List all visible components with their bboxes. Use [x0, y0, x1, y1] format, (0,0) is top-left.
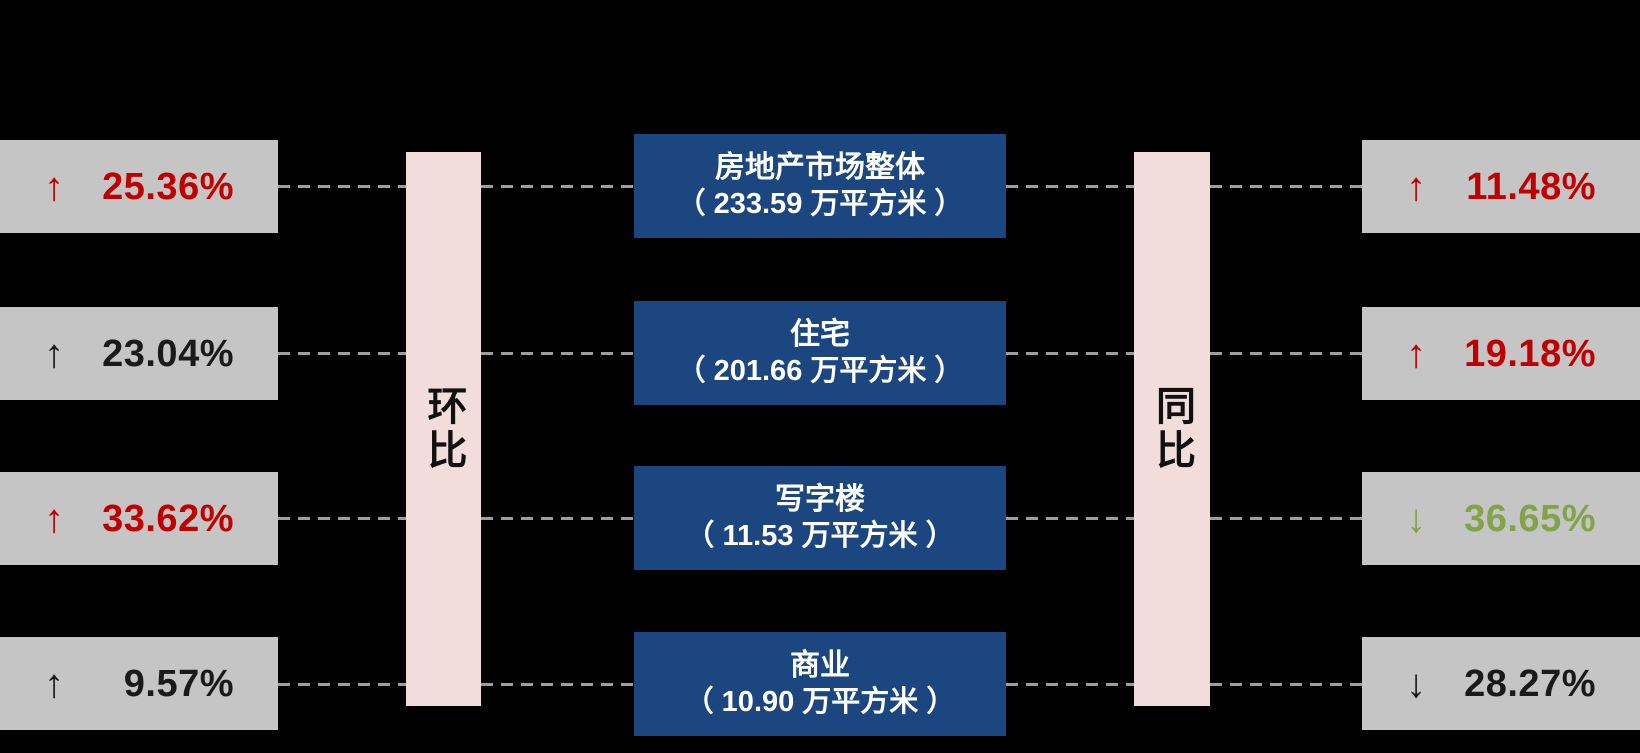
connector-line — [278, 517, 406, 520]
yoy-value-commercial: ↓ 28.27% — [1406, 664, 1596, 704]
yoy-percent-label: 19.18% — [1464, 332, 1596, 375]
category-box-overall: 房地产市场整体 （ 233.59 万平方米 ） — [634, 134, 1006, 238]
connector-line — [1210, 185, 1362, 188]
mom-value-box-office: ↑ 33.62% — [0, 472, 278, 565]
category-box-commercial: 商业 （ 10.90 万平方米 ） — [634, 632, 1006, 736]
yoy-percent-label: 36.65% — [1464, 497, 1596, 540]
connector-line — [1006, 185, 1134, 188]
mom-percent-label: 9.57% — [123, 662, 234, 705]
category-box-office: 写字楼 （ 11.53 万平方米 ） — [634, 466, 1006, 570]
area-label: （ 233.59 万平方米 ） — [676, 188, 964, 220]
yoy-percent-label: 28.27% — [1464, 662, 1596, 705]
yoy-value-box-office: ↓ 36.65% — [1362, 472, 1640, 565]
up-arrow-icon: ↑ — [1406, 164, 1426, 209]
category-label: 商业 — [790, 649, 850, 682]
mom-value-box-commercial: ↑ 9.57% — [0, 637, 278, 730]
mom-value-box-overall: ↑ 25.36% — [0, 140, 278, 233]
connector-line — [481, 683, 634, 686]
down-arrow-icon: ↓ — [1406, 496, 1426, 541]
area-label: （ 201.66 万平方米 ） — [676, 355, 964, 387]
connector-line — [278, 185, 406, 188]
connector-line — [1210, 517, 1362, 520]
mom-value-box-residential: ↑ 23.04% — [0, 307, 278, 400]
down-arrow-icon: ↓ — [1406, 661, 1426, 706]
area-label: （ 11.53 万平方米 ） — [685, 520, 955, 552]
connector-line — [1210, 683, 1362, 686]
yoy-axis-label: 同比 — [1150, 385, 1194, 473]
connector-line — [481, 352, 634, 355]
category-label: 写字楼 — [775, 483, 865, 516]
up-arrow-icon: ↑ — [44, 661, 64, 706]
category-label: 住宅 — [790, 318, 850, 351]
mom-value-commercial: ↑ 9.57% — [44, 664, 234, 704]
connector-line — [1006, 352, 1134, 355]
yoy-value-box-residential: ↑ 19.18% — [1362, 307, 1640, 400]
up-arrow-icon: ↑ — [44, 164, 64, 209]
mom-percent-label: 25.36% — [102, 165, 234, 208]
connector-line — [1006, 683, 1134, 686]
connector-line — [481, 517, 634, 520]
yoy-axis-bar: 同比 — [1134, 152, 1210, 706]
yoy-percent-label: 11.48% — [1466, 165, 1596, 208]
mom-value-residential: ↑ 23.04% — [44, 334, 234, 374]
yoy-value-overall: ↑ 11.48% — [1406, 167, 1596, 207]
category-box-residential: 住宅 （ 201.66 万平方米 ） — [634, 301, 1006, 405]
category-label: 房地产市场整体 — [715, 151, 925, 184]
connector-line — [1006, 517, 1134, 520]
area-label: （ 10.90 万平方米 ） — [684, 686, 956, 718]
mom-axis-bar: 环比 — [406, 152, 481, 706]
up-arrow-icon: ↑ — [44, 496, 64, 541]
connector-line — [481, 185, 634, 188]
yoy-value-box-commercial: ↓ 28.27% — [1362, 637, 1640, 730]
up-arrow-icon: ↑ — [1406, 331, 1426, 376]
mom-axis-label: 环比 — [421, 385, 466, 473]
connector-line — [1210, 352, 1362, 355]
yoy-value-office: ↓ 36.65% — [1406, 499, 1596, 539]
connector-line — [278, 683, 406, 686]
yoy-value-box-overall: ↑ 11.48% — [1362, 140, 1640, 233]
mom-percent-label: 23.04% — [102, 332, 234, 375]
up-arrow-icon: ↑ — [44, 331, 64, 376]
connector-line — [278, 352, 406, 355]
yoy-value-residential: ↑ 19.18% — [1406, 334, 1596, 374]
mom-value-office: ↑ 33.62% — [44, 499, 234, 539]
mom-value-overall: ↑ 25.36% — [44, 167, 234, 207]
mom-percent-label: 33.62% — [102, 497, 234, 540]
